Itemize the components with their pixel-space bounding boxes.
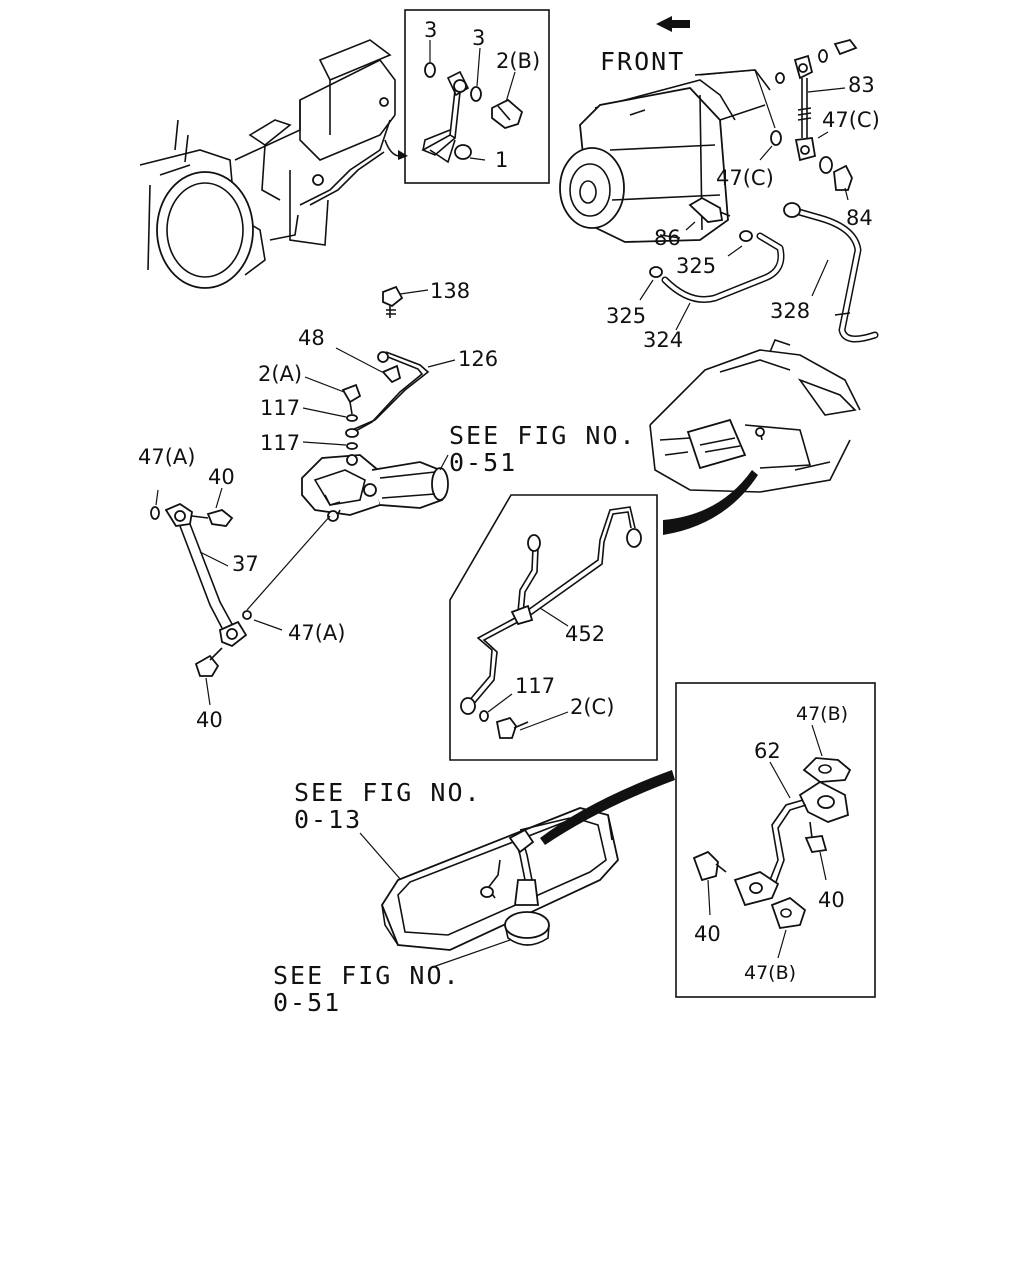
callout-324: 324 [643, 328, 683, 352]
callout-37: 37 [232, 552, 259, 576]
callout-84: 84 [846, 206, 873, 230]
pipe-126 [349, 351, 430, 435]
callout-117-mid: 117 [260, 431, 300, 455]
rod-37 [150, 502, 252, 677]
callout-328: 328 [770, 299, 810, 323]
inset-oil-pipe-parts [421, 62, 524, 164]
callout-117-bottom: 117 [515, 674, 555, 698]
oil-strainer [480, 828, 550, 946]
front-arrow-icon [656, 16, 690, 32]
callout-47b-bottom: 47(B) [744, 962, 796, 984]
callout-452: 452 [565, 622, 605, 646]
inset-box-pipe-62 [675, 682, 876, 998]
callout-40-inset-left: 40 [694, 922, 721, 946]
ref-see-fig-051-top-l1: SEE FIG NO. [449, 421, 637, 450]
callout-3a: 3 [424, 18, 437, 42]
callout-47a-right: 47(A) [288, 621, 345, 645]
ref-see-fig-013-l2: 0-13 [294, 805, 362, 834]
callout-2a: 2(A) [258, 362, 302, 386]
exhaust-brake-cylinder [301, 454, 449, 522]
front-label: FRONT [600, 47, 685, 76]
callout-48: 48 [298, 326, 325, 350]
return-hose-328 [783, 202, 879, 343]
ref-see-fig-013-l1: SEE FIG NO. [294, 778, 482, 807]
callout-1: 1 [495, 148, 508, 172]
oil-pan [380, 807, 619, 951]
callout-47c-left: 47(C) [716, 166, 774, 190]
callout-86: 86 [654, 226, 681, 250]
hose-324 [649, 230, 785, 303]
callout-325-top: 325 [676, 254, 716, 278]
inset-arrow-3 [540, 770, 675, 845]
callout-3b: 3 [472, 26, 485, 50]
callout-325-bottom: 325 [606, 304, 646, 328]
oil-feed-pipe-83 [770, 38, 858, 191]
callout-126: 126 [458, 347, 498, 371]
callout-40-bottom: 40 [196, 708, 223, 732]
callout-47b-top: 47(B) [796, 703, 848, 725]
callout-2b: 2(B) [496, 49, 540, 73]
turbocharger-unit [559, 69, 771, 243]
callout-138: 138 [430, 279, 470, 303]
bolt-138 [382, 285, 404, 318]
bolt-2a [341, 383, 362, 450]
ref-see-fig-051-top-l2: 0-51 [449, 448, 517, 477]
callout-62: 62 [754, 739, 781, 763]
inset-arrow-2 [663, 470, 758, 535]
callout-83: 83 [848, 73, 875, 97]
callout-2c: 2(C) [570, 695, 614, 719]
inset-box-pipe-452 [449, 494, 658, 761]
pipe-62 [692, 757, 852, 930]
callout-117-top: 117 [260, 396, 300, 420]
engine-block-right [649, 339, 861, 493]
fitting-86 [688, 196, 731, 223]
inset-box-oil-pipe [404, 9, 550, 184]
ref-see-fig-051-bottom-l1: SEE FIG NO. [273, 961, 461, 990]
callout-40-top: 40 [208, 465, 235, 489]
pipe-452 [460, 506, 642, 739]
callout-40-inset-right: 40 [818, 888, 845, 912]
callout-47c-right: 47(C) [822, 108, 880, 132]
callout-47a-left: 47(A) [138, 445, 195, 469]
engine-block-left [139, 39, 396, 289]
ref-see-fig-051-bottom-l2: 0-51 [273, 988, 341, 1017]
